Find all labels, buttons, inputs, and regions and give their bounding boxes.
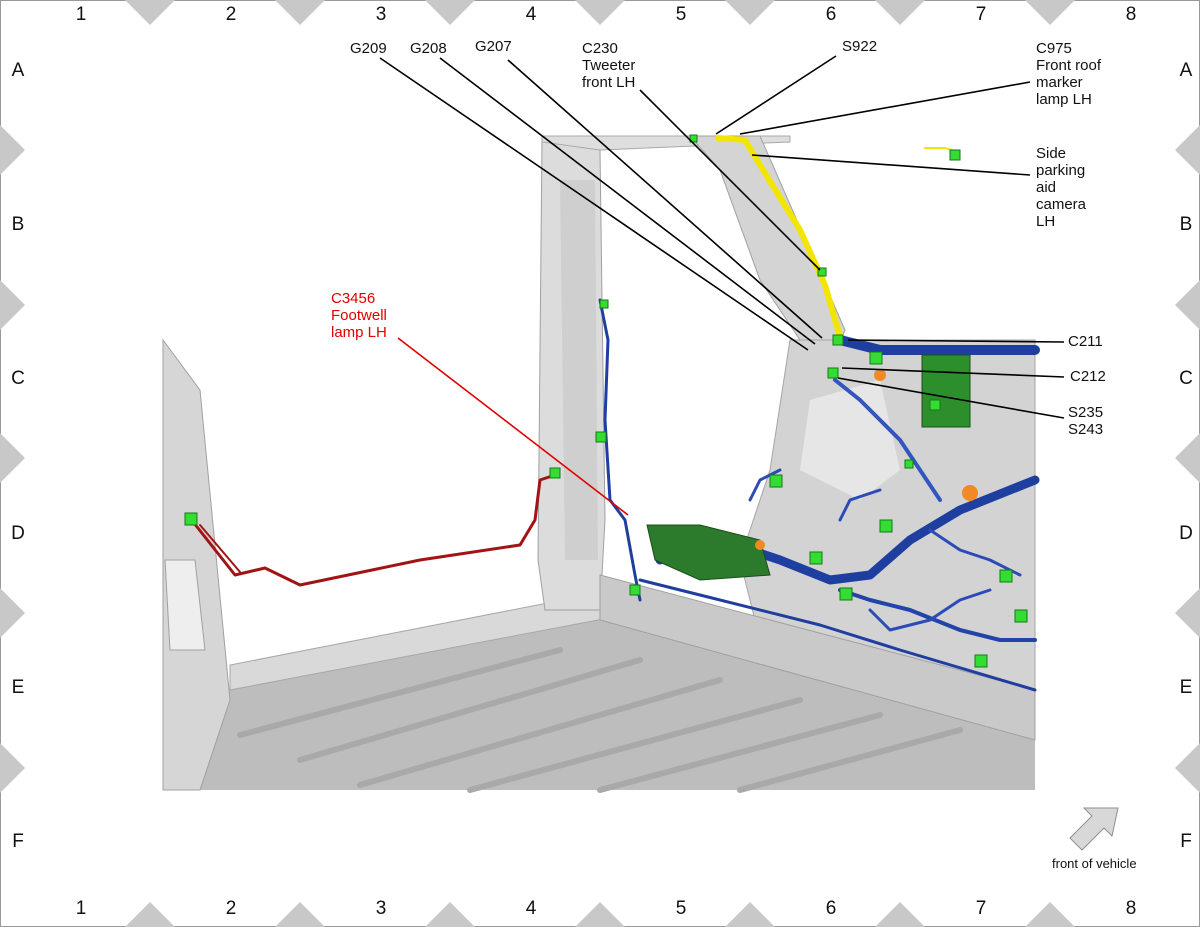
label-c975: C975 Front roof marker lamp LH bbox=[1036, 40, 1102, 108]
grid-row-f-left: F bbox=[12, 831, 24, 852]
footwell-leader-line bbox=[397, 337, 629, 516]
grid-col-4-bottom: 4 bbox=[525, 898, 537, 919]
grid-row-d-right: D bbox=[1179, 523, 1193, 544]
grid-col-5-top: 5 bbox=[675, 4, 687, 25]
grid-col-6-bottom: 6 bbox=[825, 898, 837, 919]
grid-row-b-left: B bbox=[11, 214, 25, 235]
label-c211: C211 bbox=[1068, 333, 1103, 350]
grid-col-1-bottom: 1 bbox=[75, 898, 87, 919]
label-c212: C212 bbox=[1070, 368, 1106, 385]
vehicle-interior-illustration bbox=[162, 135, 1036, 793]
label-c230: C230 Tweeter front LH bbox=[582, 40, 636, 91]
grid-col-5-bottom: 5 bbox=[675, 898, 687, 919]
leader-lines bbox=[379, 55, 1065, 419]
grid-col-8-bottom: 8 bbox=[1125, 898, 1137, 919]
label-g207: G207 bbox=[475, 38, 512, 55]
label-g208: G208 bbox=[410, 40, 447, 57]
grid-col-1-top: 1 bbox=[75, 4, 87, 25]
grid-col-3-bottom: 3 bbox=[375, 898, 387, 919]
grid-col-7-top: 7 bbox=[975, 4, 987, 25]
grommets bbox=[755, 369, 978, 550]
grid-col-2-top: 2 bbox=[225, 4, 237, 25]
grid-col-6-top: 6 bbox=[825, 4, 837, 25]
grid-col-2-bottom: 2 bbox=[225, 898, 237, 919]
grid-col-4-top: 4 bbox=[525, 4, 537, 25]
grid-row-e-right: E bbox=[1179, 677, 1193, 698]
grid-row-e-left: E bbox=[11, 677, 25, 698]
label-s922: S922 bbox=[842, 38, 878, 55]
front-of-vehicle-label: front of vehicle bbox=[1052, 856, 1137, 871]
grid-row-a-left: A bbox=[11, 60, 25, 81]
label-c3456: C3456 Footwell lamp LH bbox=[331, 290, 387, 341]
grid-col-8-top: 8 bbox=[1125, 4, 1137, 25]
connectors bbox=[184, 134, 1028, 668]
grid-row-f-right: F bbox=[1180, 831, 1192, 852]
label-side-camera: Side parking aid camera LH bbox=[1036, 145, 1087, 230]
grid-row-c-left: C bbox=[11, 368, 25, 389]
grid-row-c-right: C bbox=[1179, 368, 1193, 389]
grid-col-7-bottom: 7 bbox=[975, 898, 987, 919]
grid-col-3-top: 3 bbox=[375, 4, 387, 25]
grid-row-b-right: B bbox=[1179, 214, 1193, 235]
front-of-vehicle-arrow-icon bbox=[1069, 807, 1119, 851]
label-g209: G209 bbox=[350, 40, 387, 57]
label-s235-s243: S235 S243 bbox=[1068, 404, 1104, 438]
grid-row-a-right: A bbox=[1179, 60, 1193, 81]
junction-box bbox=[646, 354, 971, 581]
grid-row-d-left: D bbox=[11, 523, 25, 544]
